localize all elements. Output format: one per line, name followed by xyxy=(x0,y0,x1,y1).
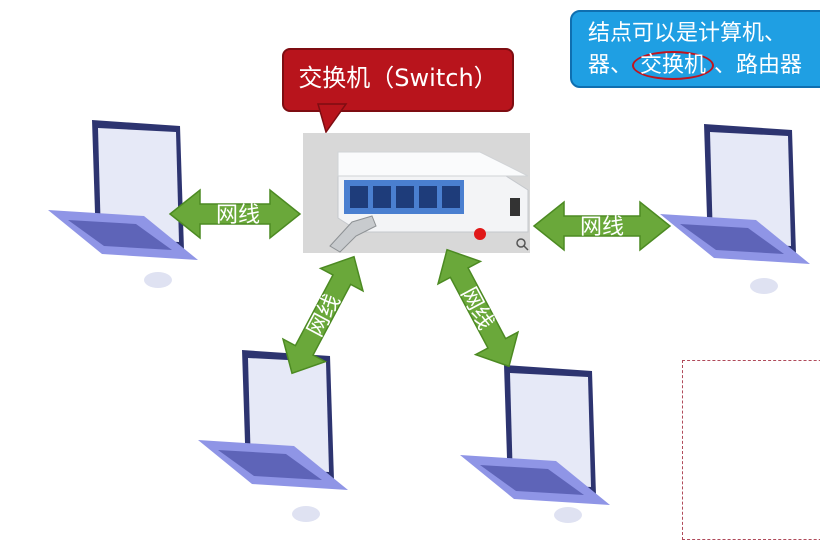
cable-arrow-left: 网线 xyxy=(168,188,302,240)
note-line-1: 结点可以是计算机、 xyxy=(588,21,787,46)
switch-image xyxy=(303,133,530,253)
laptop-icon xyxy=(48,120,198,288)
laptop-icon xyxy=(460,365,610,523)
note-line-2: 器、交换机、路由器 xyxy=(588,50,820,82)
cable-label-left: 网线 xyxy=(216,203,260,228)
note-circled-switch: 交换机 xyxy=(632,51,715,80)
cable-arrow-bottom-right: 网线 xyxy=(436,248,520,368)
switch-callout: 交换机（Switch） xyxy=(282,48,514,112)
switch-callout-label: 交换机（Switch） xyxy=(298,64,498,92)
dashed-placeholder-box xyxy=(682,360,820,540)
laptop-icon xyxy=(198,350,348,522)
laptop-icon xyxy=(660,124,810,294)
zoom-icon xyxy=(516,238,526,248)
node-note-callout: 结点可以是计算机、 器、交换机、路由器 xyxy=(570,10,820,88)
cable-arrow-right: 网线 xyxy=(532,200,672,252)
note-line-2-prefix: 器、 xyxy=(588,53,633,78)
cable-label-right: 网线 xyxy=(580,215,624,240)
callout-tail xyxy=(317,103,348,134)
note-line-2-suffix: 、路由器 xyxy=(714,53,803,78)
